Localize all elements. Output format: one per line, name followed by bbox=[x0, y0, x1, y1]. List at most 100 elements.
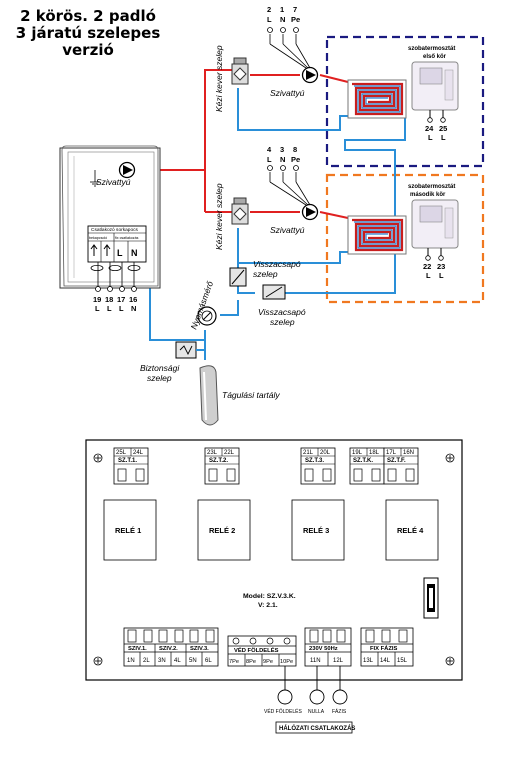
check-valve-1 bbox=[229, 267, 247, 287]
safety-valve-icon bbox=[175, 341, 205, 359]
thermostat-2: szobatermosztát második kör bbox=[408, 184, 459, 261]
thermostat-1: szobatermosztát első kör bbox=[408, 46, 459, 123]
relay-2-label: RELÉ 2 bbox=[209, 526, 235, 535]
thermostat-2-term-2: 23 bbox=[437, 262, 445, 271]
bottom-term-12l: 12L bbox=[333, 658, 344, 664]
zone1-terminal-label-3: Pe bbox=[291, 15, 300, 24]
zone2-frame bbox=[325, 173, 485, 304]
top-term-22l: 22L bbox=[224, 450, 235, 456]
board-top-group-4 bbox=[349, 447, 385, 485]
zone2-terminal-label-3: Pe bbox=[291, 155, 300, 164]
bottom-group-sziv1: SZIV.1. bbox=[128, 646, 147, 652]
boiler-term-label-19: L bbox=[95, 304, 100, 313]
bottom-group-ved: VÉD FÖLDELÉS bbox=[234, 646, 279, 654]
bottom-term-4l: 4L bbox=[174, 658, 181, 664]
bottom-term-5n: 5N bbox=[189, 658, 197, 664]
supply-pipes bbox=[150, 69, 349, 219]
top-group-name-1: SZ.T.1. bbox=[118, 458, 137, 464]
thermostat-2-title: szobatermosztát bbox=[408, 184, 455, 190]
boiler-term-18: 18 bbox=[105, 295, 113, 304]
relay-3-label: RELÉ 3 bbox=[303, 526, 329, 535]
top-term-17l: 17L bbox=[386, 450, 397, 456]
top-term-23l: 23L bbox=[207, 450, 218, 456]
boiler-panel-symbol-l: L bbox=[117, 248, 123, 258]
zone1-terminal-label-2: N bbox=[280, 15, 285, 24]
zone2-terminals bbox=[269, 172, 311, 206]
thermostat-2-subtitle: második kör bbox=[410, 192, 446, 198]
title-line-3: verzió bbox=[62, 41, 114, 59]
check-valve-2-label-line1: Visszacsapó bbox=[258, 307, 306, 317]
bottom-term-14l: 14L bbox=[380, 658, 391, 664]
thermostat-1-subtitle: első kör bbox=[423, 54, 447, 60]
fuse-icon bbox=[423, 577, 439, 619]
thermostat-1-term-1: 24 bbox=[425, 124, 434, 133]
thermostat-2-term-label-1: L bbox=[426, 271, 431, 280]
zone1-terminal-1: 2 bbox=[267, 5, 271, 14]
boiler-panel-sub-2: fix csatlakozás bbox=[115, 236, 139, 240]
mains-title-box bbox=[275, 721, 353, 734]
boiler-panel-title: Csatlakozó sorkapocs bbox=[91, 227, 139, 233]
zone1-terminal-2: 1 bbox=[280, 5, 284, 14]
thermostat-1-term-2: 25 bbox=[439, 124, 447, 133]
board-top-group-2 bbox=[204, 447, 240, 485]
boiler-term-label-17: L bbox=[119, 304, 124, 313]
bottom-term-2l: 2L bbox=[143, 658, 150, 664]
relay-1-label: RELÉ 1 bbox=[115, 526, 141, 535]
boiler-term-16: 16 bbox=[129, 295, 137, 304]
top-term-18l: 18L bbox=[369, 450, 380, 456]
zone1-terminals bbox=[269, 34, 311, 69]
thermostat-1-term-label-2: L bbox=[441, 133, 446, 142]
bottom-term-7pe: 7Pe bbox=[229, 659, 239, 665]
expansion-tank-icon bbox=[199, 365, 219, 426]
boiler-term-label-18: L bbox=[107, 304, 112, 313]
return-pipes bbox=[149, 88, 406, 360]
boiler-terminal-panel bbox=[87, 225, 147, 263]
bottom-term-15l: 15L bbox=[397, 658, 408, 664]
mains-label-l: FÁZIS bbox=[332, 708, 347, 715]
bottom-group-sziv2: SZIV.2. bbox=[159, 646, 178, 652]
thermostat-1-term-label-1: L bbox=[428, 133, 433, 142]
bottom-term-11n: 11N bbox=[310, 658, 321, 664]
boiler-panel-sub-1: bekapcsoló bbox=[89, 236, 107, 240]
title-line-1: 2 körös. 2 padló bbox=[20, 7, 156, 25]
top-term-24l: 24L bbox=[133, 450, 144, 456]
bottom-group-fix: FIX FÁZIS bbox=[370, 645, 398, 652]
check-valve-2-label-line2: szelep bbox=[270, 317, 295, 327]
valve-2-label: Kézi kever szelep bbox=[214, 183, 224, 250]
pump-2-label: Szivattyú bbox=[270, 225, 305, 235]
top-term-16n: 16N bbox=[403, 450, 414, 456]
zone2-terminal-2: 3 bbox=[280, 145, 284, 154]
boiler-term-label-16: N bbox=[131, 304, 136, 313]
check-valve-2 bbox=[262, 284, 286, 300]
bottom-term-8pe: 8Pe bbox=[246, 659, 256, 665]
top-term-19l: 19L bbox=[352, 450, 363, 456]
bottom-term-9pe: 9Pe bbox=[263, 659, 273, 665]
boiler-term-19: 19 bbox=[93, 295, 101, 304]
zone2-terminal-3: 8 bbox=[293, 145, 297, 154]
relay-2 bbox=[197, 499, 251, 561]
mains-title: HÁLÓZATI CSATLAKOZÁS bbox=[279, 724, 355, 732]
zone2-terminal-1: 4 bbox=[267, 145, 272, 154]
top-group-name-5: SZ.T.F. bbox=[387, 458, 406, 464]
bottom-term-6l: 6L bbox=[205, 658, 212, 664]
pump-1-label: Szivattyú bbox=[270, 88, 305, 98]
top-term-20l: 20L bbox=[320, 450, 331, 456]
floor-coil-1 bbox=[347, 79, 407, 119]
thermostat-1-title: szobatermosztát bbox=[408, 46, 455, 52]
bottom-group-sziv3: SZIV.3. bbox=[190, 646, 209, 652]
floor-coil-2 bbox=[347, 215, 407, 255]
bottom-term-10pe: 10Pe bbox=[280, 659, 293, 665]
top-term-21l: 21L bbox=[303, 450, 314, 456]
thermostat-2-term-label-2: L bbox=[439, 271, 444, 280]
zone2-terminal-label-2: N bbox=[280, 155, 285, 164]
pump-1-icon bbox=[301, 66, 319, 84]
board-model: Model: SZ.V.3.K. bbox=[243, 593, 296, 600]
relay-4-label: RELÉ 4 bbox=[397, 526, 424, 535]
top-group-name-3: SZ.T.3. bbox=[305, 458, 324, 464]
zone2-terminal-label-1: L bbox=[267, 155, 272, 164]
mixing-valve-2 bbox=[231, 197, 249, 225]
board-version: V: 2.1. bbox=[258, 602, 278, 609]
valve-1-label: Kézi kever szelep bbox=[214, 45, 224, 112]
mains-connectors bbox=[277, 666, 348, 705]
